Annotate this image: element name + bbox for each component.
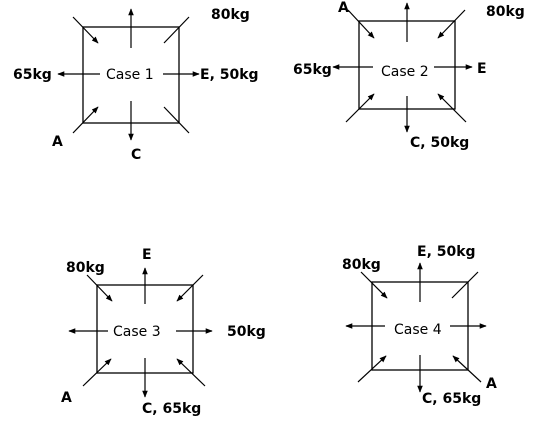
case-3-arrow-bottom-right [176, 358, 206, 387]
case-2-arrow-top-right [437, 9, 466, 39]
case-3-right-label: 50kg [227, 324, 266, 340]
case-3-bottom-left-label: A [61, 390, 72, 406]
case-4-bottom-label: C, 65kg [422, 391, 481, 407]
case-1-line-bottom-right [163, 106, 190, 134]
case-4-arrow-bottom-right [452, 355, 482, 383]
case-4-arrow-bottom-left [357, 355, 387, 383]
case-1-left-label: 65kg [13, 67, 52, 83]
case-1-line-top-right [163, 16, 190, 44]
case-3-top-label: E [142, 247, 152, 263]
case-1-right-label: E, 50kg [200, 67, 259, 83]
case-4-title: Case 4 [394, 322, 442, 338]
case-1-bottom-left-label: A [52, 134, 63, 150]
case-1-arrow-bottom-left [72, 106, 99, 134]
case-4-line-top-right [451, 271, 479, 299]
case-4: Case 4 80kg E, 50kg A C, 65kg [342, 244, 497, 407]
case-3-top-left-label: 80kg [66, 260, 105, 276]
case-3-title: Case 3 [113, 324, 161, 340]
case-3-bottom-label: C, 65kg [142, 401, 201, 417]
case-3-arrow-top-right [176, 274, 204, 302]
case-2-left-label: 65kg [293, 62, 332, 78]
case-4-arrow-top-left [360, 271, 388, 299]
case-2-title: Case 2 [381, 64, 429, 80]
case-2-top-left-label: A [338, 0, 349, 16]
case-2-top-right-label: 80kg [486, 4, 525, 20]
case-1-title: Case 1 [106, 67, 154, 83]
case-1-top-right-label: 80kg [211, 7, 250, 23]
case-2: Case 2 A 80kg 65kg E C, 50kg [293, 0, 525, 151]
case-4-bottom-right-label: A [486, 376, 497, 392]
case-2-right-label: E [477, 61, 487, 77]
case-1-bottom-label: C [131, 147, 141, 163]
case-4-top-label: E, 50kg [417, 244, 476, 260]
case-3: Case 3 80kg E 50kg A C, 65kg [61, 247, 266, 417]
case-1: Case 1 80kg 65kg E, 50kg A C [13, 7, 259, 163]
case-3-arrow-top-left [86, 274, 113, 302]
case-2-arrow-bottom-right [437, 93, 467, 123]
case-3-arrow-bottom-left [82, 358, 112, 387]
case-4-top-left-label: 80kg [342, 257, 381, 273]
case-2-bottom-label: C, 50kg [410, 135, 469, 151]
case-2-arrow-bottom-left [345, 93, 375, 123]
case-2-arrow-top-left [347, 9, 375, 39]
case-1-arrow-top-left [72, 16, 99, 44]
